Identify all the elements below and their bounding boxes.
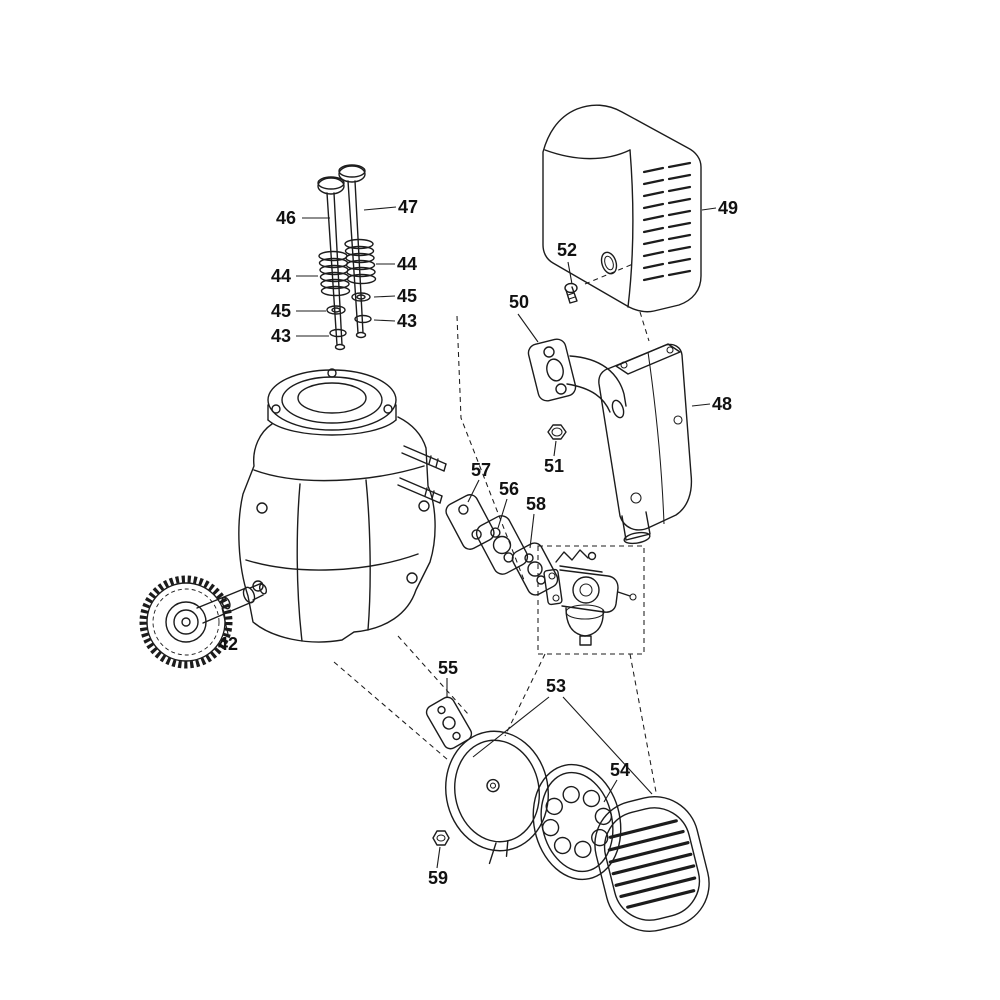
part-label-47: 47 <box>398 197 418 217</box>
part-label-52: 52 <box>557 240 577 260</box>
construction-lines <box>333 263 657 793</box>
air-cleaner-cover <box>594 796 710 932</box>
part-label-48: 48 <box>712 394 732 414</box>
part-label-54: 54 <box>610 760 630 780</box>
part-label-58: 58 <box>526 494 546 514</box>
part-label-57: 57 <box>471 460 491 480</box>
part-label-45-right: 45 <box>397 286 417 306</box>
part-label-45-left: 45 <box>271 301 291 321</box>
exhaust-pipe <box>527 338 627 419</box>
insulator-56 <box>475 515 529 575</box>
part-label-55: 55 <box>438 658 458 678</box>
camshaft-gear <box>139 575 268 669</box>
part-label-59: 59 <box>428 868 448 888</box>
part-labels: 46 47 44 44 45 45 43 43 49 52 50 48 51 5… <box>218 197 738 888</box>
muffler-cover <box>542 104 702 313</box>
gasket-58 <box>511 542 559 596</box>
engine-block <box>238 368 447 643</box>
part-label-53: 53 <box>546 676 566 696</box>
part-label-43-right: 43 <box>397 311 417 331</box>
valve-assembly <box>317 164 377 351</box>
part-label-51: 51 <box>544 456 564 476</box>
part-label-44-left: 44 <box>271 266 291 286</box>
part-label-46: 46 <box>276 208 296 228</box>
leader-lines <box>221 206 717 869</box>
nut-51 <box>547 424 567 440</box>
air-cleaner <box>425 696 710 932</box>
muffler <box>598 343 693 545</box>
bolt-52 <box>564 282 578 304</box>
carburetor <box>537 545 645 655</box>
part-label-43-left: 43 <box>271 326 291 346</box>
part-label-56: 56 <box>499 479 519 499</box>
nut-59 <box>432 830 450 846</box>
part-label-49: 49 <box>718 198 738 218</box>
part-label-42: 42 <box>218 634 238 654</box>
air-cleaner-base <box>445 730 549 865</box>
part-label-50: 50 <box>509 292 529 312</box>
air-cleaner-gasket <box>425 696 473 750</box>
part-label-44-right: 44 <box>397 254 417 274</box>
